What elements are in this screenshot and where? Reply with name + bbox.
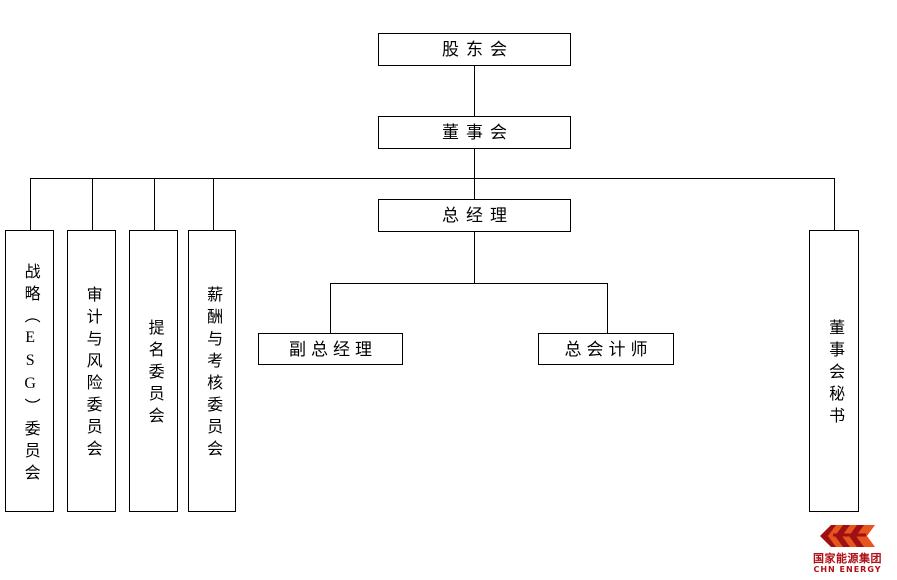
node-label: 总经理 (442, 206, 514, 225)
connector-bus-to-deputy-gm (330, 283, 331, 333)
connector-gm-to-bus (474, 232, 475, 283)
node-general-manager[interactable]: 总经理 (378, 199, 571, 232)
node-label: 总会计师 (564, 339, 653, 359)
node-label: 董事会 (442, 123, 514, 142)
node-remuneration-appraisal-committee[interactable]: 薪酬与考核委员会 (188, 230, 236, 512)
node-chief-accountant[interactable]: 总会计师 (538, 333, 674, 365)
node-label: 董事会秘书 (826, 319, 844, 429)
connector-bus-to-chief-accountant (607, 283, 608, 333)
node-label: 股东会 (442, 40, 514, 59)
connector-bus-to-strategy-esg (30, 178, 31, 230)
company-logo: 国家能源集团 CHN ENERGY (800, 521, 895, 577)
node-deputy-general-manager[interactable]: 副总经理 (258, 333, 403, 365)
node-label: 审计与风险委员会 (83, 286, 101, 462)
connector-board-bus (30, 178, 835, 179)
connector-bus-to-audit-risk (92, 178, 93, 230)
connector-bus-to-board-secretary (834, 178, 835, 230)
logo-name-cn: 国家能源集团 (813, 552, 882, 565)
connector-bus-to-nomination (154, 178, 155, 230)
logo-name-en: CHN ENERGY (813, 565, 882, 575)
node-label: 薪酬与考核委员会 (204, 286, 222, 462)
chn-energy-emblem-icon (819, 525, 875, 547)
node-board-secretary[interactable]: 董事会秘书 (809, 230, 859, 512)
connector-board-to-bus (474, 149, 475, 179)
node-label: 副总经理 (289, 339, 377, 359)
connector-gm-bus (330, 283, 608, 284)
connector-board-to-general-manager (474, 178, 475, 199)
node-audit-risk-committee[interactable]: 审计与风险委员会 (67, 230, 116, 512)
node-label: 提名委员会 (145, 319, 163, 429)
node-strategy-esg-committee[interactable]: 战略（ESG）委员会 (5, 230, 54, 512)
node-nomination-committee[interactable]: 提名委员会 (129, 230, 178, 512)
node-label: 战略（ESG）委员会 (21, 262, 39, 486)
node-shareholders-meeting[interactable]: 股东会 (378, 33, 571, 66)
node-board-of-directors[interactable]: 董事会 (378, 116, 571, 149)
connector-bus-to-remuneration (213, 178, 214, 230)
connector-shareholders-to-board (474, 66, 475, 116)
